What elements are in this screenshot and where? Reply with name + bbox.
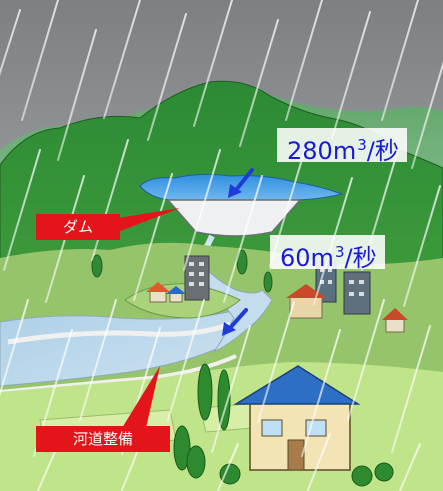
dam-outflow-exponent: 3 (334, 243, 345, 261)
dam-outflow-value: 60 (280, 244, 311, 272)
dam-outflow-rate: 60m3/秒 (270, 235, 385, 272)
dam-inflow-suffix: /秒 (366, 137, 399, 165)
dam-inflow-value: 280 (287, 137, 333, 165)
foreground-trees (173, 363, 394, 487)
inflow-arrow (228, 168, 254, 198)
dam-inflow-unit: m (332, 137, 357, 165)
slope-trees (91, 249, 273, 293)
buildings (146, 255, 408, 333)
river-works-label: 河道整備 (36, 426, 170, 452)
outflow-arrow (222, 308, 248, 336)
levee (7, 321, 231, 345)
dam-callout-tail (118, 208, 180, 232)
river-callout-tail (122, 366, 160, 428)
dam-inflow-rate: 280m3/秒 (277, 128, 407, 165)
dam-inflow-exponent: 3 (357, 136, 367, 154)
dam-outflow-suffix: /秒 (344, 244, 377, 272)
dam-label: ダム (36, 214, 120, 240)
dam-wall (166, 199, 302, 237)
dam-outflow-unit: m (310, 244, 334, 272)
river-channel (199, 261, 273, 354)
